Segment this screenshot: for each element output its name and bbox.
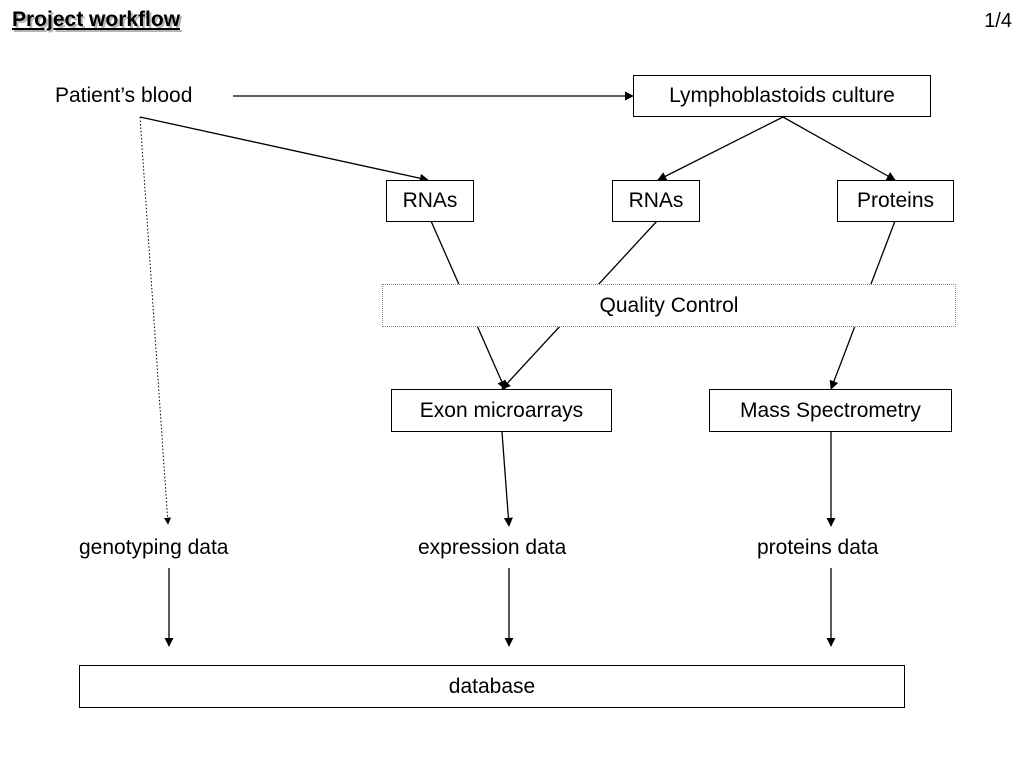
arrow-culture-to-proteins [782,116,896,181]
node-exon-microarrays: Exon microarrays [391,389,612,432]
node-patient-blood: Patient’s blood [55,84,193,107]
arrow-blood-to-genotyping [139,116,172,525]
node-mass-spectrometry: Mass Spectrometry [709,389,952,432]
node-rnas-left: RNAs [386,180,474,222]
node-proteins-data: proteins data [757,536,879,559]
node-proteins: Proteins [837,180,954,222]
node-rnas-right: RNAs [612,180,700,222]
arrow-blood-to-rnas-left [139,116,429,183]
node-database: database [79,665,905,708]
page-number: 1/4 [984,10,1012,32]
node-genotyping-data: genotyping data [79,536,229,559]
arrow-culture-to-rnas-right [657,116,784,181]
arrow-exon-to-expression [501,431,513,527]
node-lymphoblastoids-culture: Lymphoblastoids culture [633,75,931,117]
slide-title: Project workflow [12,8,181,31]
node-quality-control: Quality Control [382,284,956,327]
node-expression-data: expression data [418,536,567,559]
